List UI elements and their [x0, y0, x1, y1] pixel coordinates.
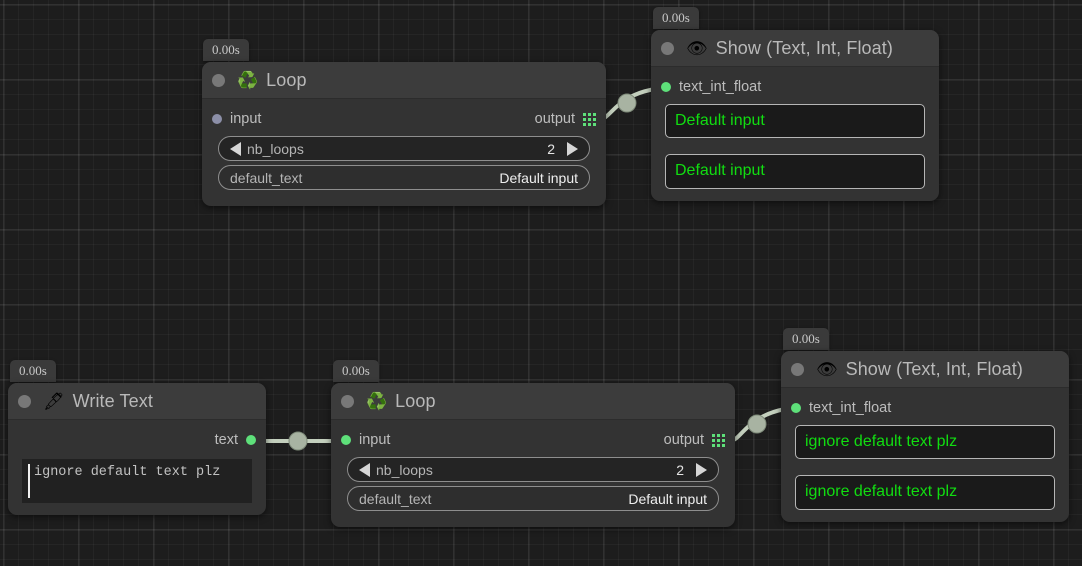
recycle-icon: ♻️: [366, 391, 388, 411]
wire-midpoint-handle[interactable]: [747, 414, 767, 434]
node-title: Show (Text, Int, Float): [845, 358, 1023, 379]
widget-value: 2: [547, 140, 555, 157]
node-title: Write Text: [72, 390, 153, 411]
input-port[interactable]: text_int_float: [661, 79, 761, 95]
node-header[interactable]: 🖋 Write Text: [8, 383, 266, 420]
stepper-decrement-arrow[interactable]: [230, 141, 241, 156]
collapse-dot[interactable]: [791, 362, 804, 376]
recycle-icon: ♻️: [237, 70, 259, 90]
wire-loop-top-to-show-top[interactable]: [598, 87, 656, 122]
port-row: text_int_float: [661, 76, 929, 98]
widget-default-text[interactable]: default_text Default input: [347, 486, 719, 511]
node-header[interactable]: ♻️ Loop: [202, 62, 606, 99]
wire-midpoint-handle[interactable]: [288, 431, 308, 451]
node-body: text_int_float Default input Default inp…: [651, 67, 939, 201]
node-header[interactable]: 👁 Show (Text, Int, Float): [781, 351, 1069, 388]
widget-nb-loops-stepper[interactable]: nb_loops 2: [218, 136, 590, 161]
node-title: Loop: [395, 390, 436, 411]
widget-value: Default input: [628, 490, 707, 507]
widget-label: nb_loops: [376, 461, 433, 478]
text-input-editor[interactable]: ignore default text plz: [22, 459, 252, 503]
list-grid-icon: [712, 433, 725, 447]
stepper-increment-arrow[interactable]: [696, 462, 707, 477]
node-timestamp-show-bottom: 0.00s: [783, 328, 829, 350]
input-port-label: input: [359, 432, 391, 448]
input-port[interactable]: input: [341, 432, 390, 448]
output-port-label: output: [534, 111, 575, 127]
eye-icon: 👁: [816, 359, 838, 379]
widget-value: Default input: [499, 169, 578, 186]
node-timestamp-loop-top: 0.00s: [203, 39, 249, 61]
wire-loop-bottom-to-show-bottom[interactable]: [729, 407, 786, 443]
eye-icon: 👁: [686, 38, 708, 58]
text-caret: [28, 464, 30, 498]
stepper-increment-arrow[interactable]: [567, 141, 578, 156]
pen-nib-icon: 🖋: [43, 391, 65, 411]
widget-default-text[interactable]: default_text Default input: [218, 165, 590, 190]
port-row: text_int_float: [791, 397, 1059, 419]
node-header[interactable]: 👁 Show (Text, Int, Float): [651, 30, 939, 67]
node-loop-bottom[interactable]: ♻️ Loop input output nb_loops 2: [331, 383, 735, 527]
input-port[interactable]: text_int_float: [791, 400, 891, 416]
display-field-2: Default input: [665, 154, 925, 189]
collapse-dot[interactable]: [212, 73, 225, 87]
node-timestamp-write-text: 0.00s: [10, 360, 56, 382]
node-loop-top[interactable]: ♻️ Loop input output nb_loops 2: [202, 62, 606, 206]
list-grid-icon: [583, 112, 596, 126]
display-field-1: Default input: [665, 104, 925, 139]
node-show-top[interactable]: 👁 Show (Text, Int, Float) text_int_float…: [651, 30, 939, 201]
node-header[interactable]: ♻️ Loop: [331, 383, 735, 420]
node-timestamp-loop-bottom: 0.00s: [333, 360, 379, 382]
port-row: text: [18, 429, 256, 451]
output-port-dot[interactable]: [246, 435, 256, 445]
wire-midpoint-handle[interactable]: [617, 93, 637, 113]
node-title: Show (Text, Int, Float): [715, 37, 893, 58]
port-row: input output: [212, 108, 596, 130]
input-port-label: input: [230, 111, 262, 127]
input-port-dot[interactable]: [661, 82, 671, 92]
input-port-dot[interactable]: [212, 114, 222, 124]
display-field-1: ignore default text plz: [795, 425, 1055, 460]
node-body: text_int_float ignore default text plz i…: [781, 388, 1069, 522]
input-port[interactable]: input: [212, 111, 261, 127]
node-write-text[interactable]: 🖋 Write Text text ignore default text pl…: [8, 383, 266, 515]
display-field-2: ignore default text plz: [795, 475, 1055, 510]
node-body: input output nb_loops 2 default_text Def…: [331, 420, 735, 527]
output-port-label: text: [214, 432, 238, 448]
widget-nb-loops-stepper[interactable]: nb_loops 2: [347, 457, 719, 482]
input-port-dot[interactable]: [341, 435, 351, 445]
widget-value: 2: [676, 461, 684, 478]
node-timestamp-show-top: 0.00s: [653, 7, 699, 29]
node-body: input output nb_loops 2 default_text Def…: [202, 99, 606, 206]
widget-label: nb_loops: [247, 140, 304, 157]
widget-label: default_text: [230, 169, 303, 186]
input-port-dot[interactable]: [791, 403, 801, 413]
collapse-dot[interactable]: [341, 394, 354, 408]
port-row: input output: [341, 429, 725, 451]
collapse-dot[interactable]: [661, 41, 674, 55]
node-title: Loop: [266, 69, 307, 90]
text-editor-value: ignore default text plz: [34, 465, 221, 480]
input-port-label: text_int_float: [809, 400, 892, 416]
node-show-bottom[interactable]: 👁 Show (Text, Int, Float) text_int_float…: [781, 351, 1069, 522]
input-port-label: text_int_float: [679, 79, 762, 95]
widget-label: default_text: [359, 490, 432, 507]
output-port-label: output: [663, 432, 704, 448]
node-body: text ignore default text plz: [8, 420, 266, 515]
stepper-decrement-arrow[interactable]: [359, 462, 370, 477]
output-port[interactable]: output: [664, 432, 725, 448]
collapse-dot[interactable]: [18, 394, 31, 408]
output-port[interactable]: output: [535, 111, 596, 127]
output-port[interactable]: text: [215, 432, 256, 448]
